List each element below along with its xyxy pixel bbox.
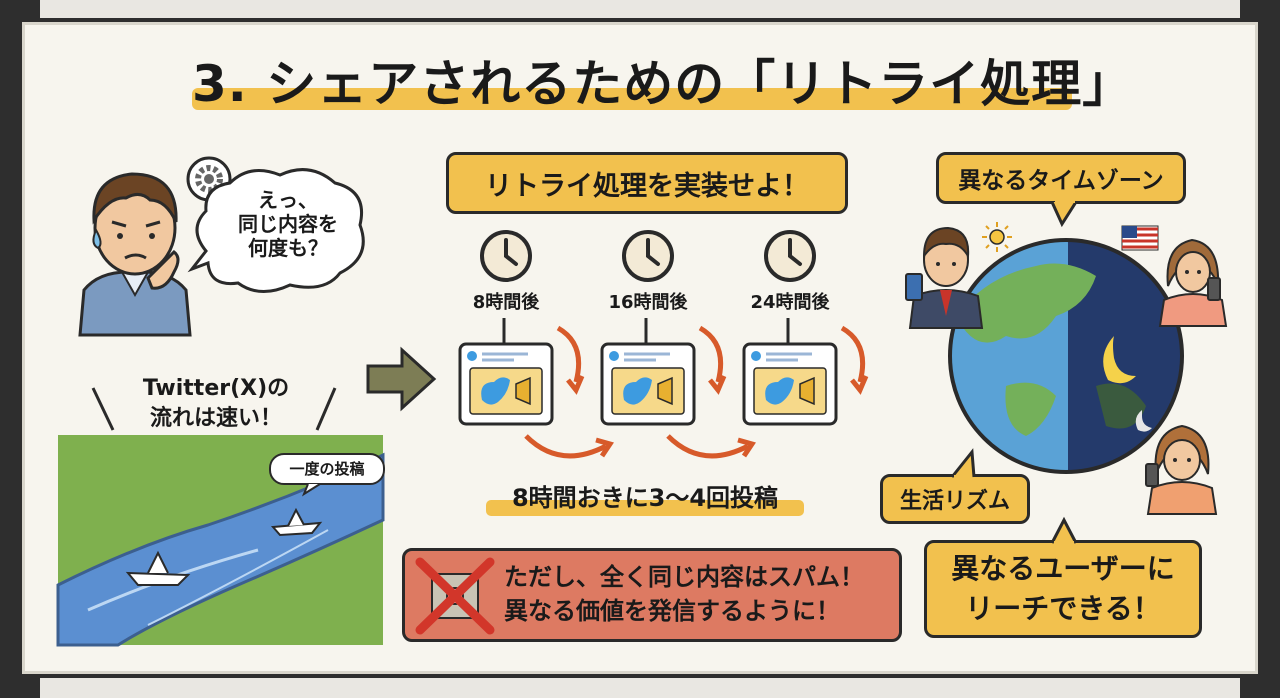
timezone-label: 異なるタイムゾーン (936, 152, 1186, 204)
schedule-label: 16時間後 (608, 292, 688, 313)
frequency-caption: 8時間おきに3〜4回投稿 (511, 484, 779, 512)
forbidden-cross-icon (415, 557, 495, 635)
river-scene (56, 435, 385, 647)
businessman-illustration (905, 226, 984, 329)
speech-bubble-text: えっ、 同じ内容を 何度も？ (218, 188, 358, 260)
implement-banner: リトライ処理を実装せよ！ (446, 152, 848, 214)
curved-arrow-icon (524, 434, 614, 459)
tweet-post-card (600, 318, 727, 426)
frame-top-edge (40, 0, 1240, 18)
single-post-tag-bubble (269, 453, 385, 497)
curved-arrow-icon (666, 434, 756, 459)
single-post-tag: 一度の投稿 (289, 460, 365, 478)
tweet-post-card (458, 318, 585, 426)
schedule-label: 24時間後 (750, 292, 830, 313)
clock-icon (764, 230, 816, 282)
confused-man-illustration (78, 172, 192, 337)
globe-illustration (948, 238, 1184, 474)
timezone-label-pointer (1050, 199, 1078, 228)
frequency-highlight (486, 500, 804, 516)
spam-warning-line-2: 異なる価値を発信するように！ (504, 597, 840, 625)
schedule-label: 8時間後 (472, 292, 540, 313)
reach-box: 異なるユーザーに リーチできる！ (924, 540, 1202, 638)
speech-line-3: 何度も？ (248, 236, 328, 260)
twitter-caption: Twitter(X)の 流れは速い！ (96, 374, 336, 434)
speech-line-1: えっ、 (258, 188, 318, 212)
woman-phone-illustration-2 (1145, 424, 1218, 515)
lifestyle-label: 生活リズム (880, 474, 1030, 524)
clock-icon (622, 230, 674, 282)
speech-line-2: 同じ内容を (238, 212, 338, 236)
caption-lines (91, 387, 337, 431)
reach-box-pointer (1050, 516, 1078, 545)
flag-usa-icon (1121, 225, 1159, 251)
arrow-right-icon (366, 346, 437, 412)
title-highlight (192, 88, 1072, 110)
reach-box-line-2: リーチできる！ (965, 592, 1161, 625)
frame-bottom-edge (40, 678, 1240, 698)
woman-phone-illustration (1158, 238, 1228, 327)
reach-box-line-1: 異なるユーザーに (951, 552, 1175, 585)
speech-bubble (187, 168, 365, 293)
tweet-post-card (742, 318, 869, 426)
sun-icon (982, 222, 1012, 252)
twitter-caption-line-2: 流れは速い！ (149, 406, 282, 431)
page-title: 3. シェアされるための「リトライ処理」 (192, 55, 1134, 113)
spam-warning-text: ただし、全く同じ内容はスパム！ 異なる価値を発信するように！ (504, 560, 896, 628)
twitter-caption-line-1: Twitter(X)の (142, 376, 290, 401)
clock-icon (480, 230, 532, 282)
spam-warning-line-1: ただし、全く同じ内容はスパム！ (504, 563, 864, 591)
lifestyle-label-pointer (950, 448, 976, 479)
title-block: 3. シェアされるための「リトライ処理」 (192, 38, 1134, 118)
